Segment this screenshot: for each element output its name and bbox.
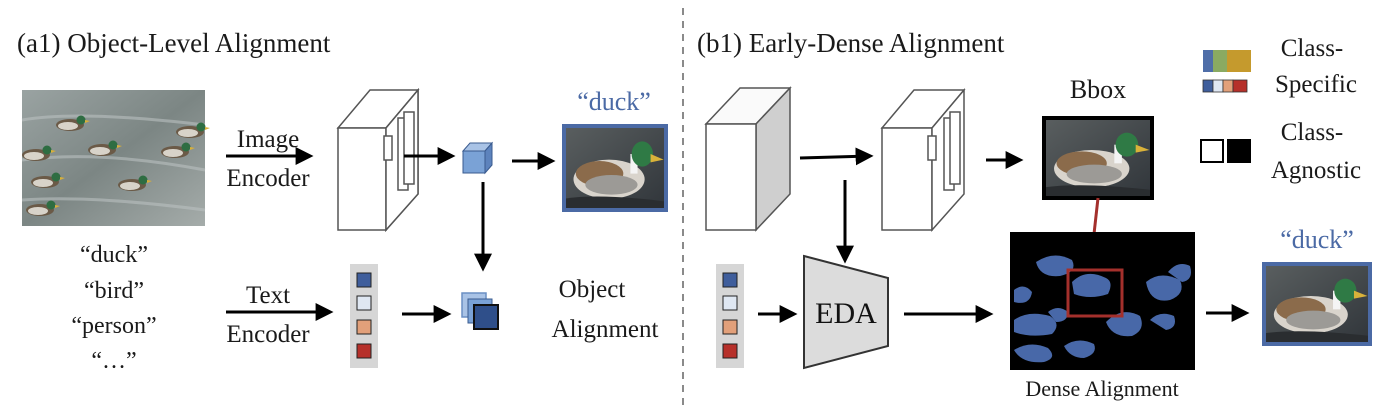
text-encoder-label-2: Encoder bbox=[226, 321, 310, 348]
prompt-bird: “bird” bbox=[84, 278, 144, 304]
backbone-block bbox=[704, 86, 792, 232]
legend-class-specific-2: Specific bbox=[1275, 71, 1357, 98]
panel-a-title: (a1) Object-Level Alignment bbox=[17, 28, 331, 58]
bbox-crop bbox=[1042, 116, 1154, 200]
prompt-duck: “duck” bbox=[80, 242, 148, 268]
image-encoder-label-2: Encoder bbox=[226, 165, 310, 192]
eda-label: EDA bbox=[815, 297, 877, 330]
prompt-ellipsis: “…” bbox=[91, 348, 136, 374]
object-alignment-icon bbox=[461, 292, 499, 330]
legend-class-agnostic-swatch bbox=[1200, 139, 1251, 163]
legend-class-agnostic-1: Class- bbox=[1281, 119, 1344, 146]
legend-class-specific-1: Class- bbox=[1281, 35, 1344, 62]
dense-alignment-mask bbox=[1010, 232, 1195, 370]
dense-alignment-label: Dense Alignment bbox=[1025, 376, 1178, 401]
panel-b-output-label: “duck” bbox=[1280, 225, 1354, 254]
panel-b-title: (b1) Early-Dense Alignment bbox=[697, 28, 1005, 58]
text-token-column bbox=[350, 264, 378, 368]
legend-class-agnostic-2: Agnostic bbox=[1271, 157, 1361, 184]
object-alignment-label-2: Alignment bbox=[552, 316, 659, 343]
input-image bbox=[21, 90, 210, 226]
legend-class-specific-swatch bbox=[1202, 50, 1251, 93]
object-alignment-label-1: Object bbox=[559, 276, 626, 303]
panel-a-output-crop bbox=[562, 124, 668, 212]
image-encoder-label-1: Image bbox=[237, 126, 299, 153]
text-encoder-label-1: Text bbox=[246, 282, 290, 309]
decoder-block bbox=[880, 87, 966, 232]
arrow-backbone-to-decoder bbox=[799, 147, 874, 166]
prompt-person: “person” bbox=[71, 313, 156, 339]
panel-b-output-crop bbox=[1262, 262, 1372, 346]
image-encoder-block bbox=[336, 87, 420, 232]
text-token-column-b bbox=[716, 264, 744, 368]
bbox-label: Bbox bbox=[1070, 75, 1126, 104]
object-feature-cube bbox=[461, 141, 494, 175]
eda-module: EDA bbox=[803, 254, 889, 370]
panel-a-output-label: “duck” bbox=[577, 87, 651, 116]
